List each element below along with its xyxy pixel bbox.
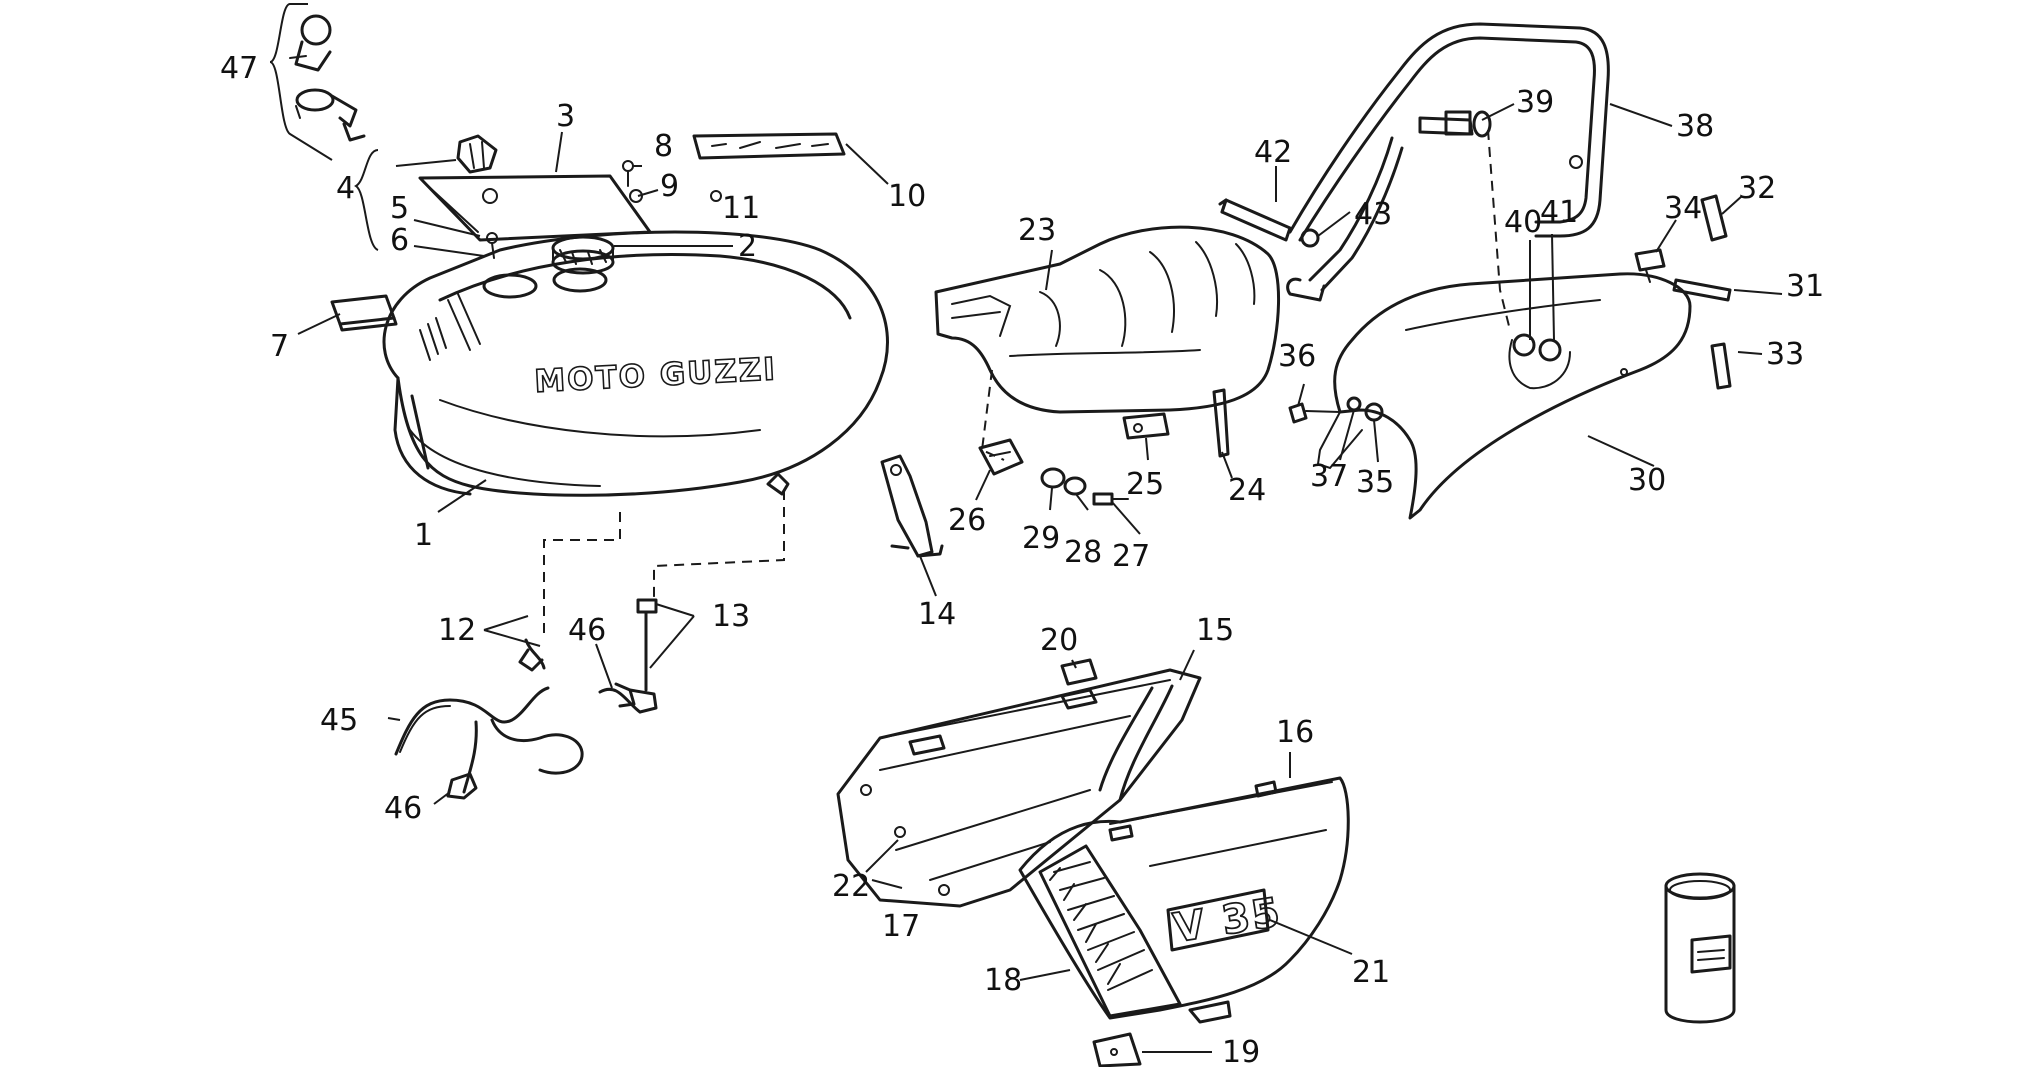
- panel-clips: [1060, 658, 1142, 1067]
- small-screws: [486, 160, 722, 259]
- label-42: 42: [1254, 135, 1292, 170]
- label-36: 36: [1278, 339, 1316, 374]
- rail-spacer: [1444, 110, 1492, 138]
- label-21: 21: [1352, 955, 1390, 990]
- seat: [934, 225, 1280, 414]
- label-3: 3: [556, 99, 575, 134]
- label-32: 32: [1738, 171, 1776, 206]
- label-29: 29: [1022, 521, 1060, 556]
- lock-assembly: [456, 134, 498, 204]
- label-25: 25: [1126, 467, 1164, 502]
- label-43: 43: [1354, 197, 1392, 232]
- seat-hardware: [978, 388, 1230, 506]
- label-19: 19: [1222, 1035, 1260, 1067]
- label-7: 7: [270, 329, 289, 364]
- rail-bolt: [1218, 198, 1320, 248]
- filler-cap: [551, 235, 615, 275]
- label-39: 39: [1516, 85, 1554, 120]
- label-1: 1: [414, 518, 433, 553]
- label-17: 17: [882, 909, 920, 944]
- label-46-top: 46: [568, 613, 606, 648]
- label-33: 33: [1766, 337, 1804, 372]
- leader-lines: [269, 3, 1783, 1053]
- label-12: 12: [438, 613, 476, 648]
- label-11: 11: [722, 191, 760, 226]
- tank-brand-text: MOTO GUZZI: [534, 351, 778, 400]
- label-41: 41: [1540, 195, 1578, 230]
- label-5: 5: [390, 191, 409, 226]
- label-47: 47: [220, 51, 258, 86]
- label-24: 24: [1228, 473, 1266, 508]
- label-20: 20: [1040, 623, 1078, 658]
- mounting-bracket: [880, 454, 944, 558]
- tank-badge-strip: [692, 132, 846, 160]
- label-27: 27: [1112, 539, 1150, 574]
- label-37: 37: [1310, 459, 1348, 494]
- label-23: 23: [1018, 213, 1056, 248]
- label-10: 10: [888, 179, 926, 214]
- side-panel-badge-text: V 35: [1170, 889, 1284, 951]
- label-28: 28: [1064, 535, 1102, 570]
- rubber-pad: [330, 294, 398, 332]
- label-40: 40: [1504, 205, 1542, 240]
- label-15: 15: [1196, 613, 1234, 648]
- cover-plate: [418, 174, 652, 242]
- label-46-bottom: 46: [384, 791, 422, 826]
- label-9: 9: [660, 169, 679, 204]
- fuel-tank: MOTO GUZZI: [382, 230, 889, 497]
- label-30: 30: [1628, 463, 1666, 498]
- fuel-taps: [289, 14, 366, 142]
- label-38: 38: [1676, 109, 1714, 144]
- fuel-pipes: [394, 686, 642, 794]
- label-13: 13: [712, 599, 750, 634]
- label-26: 26: [948, 503, 986, 538]
- label-31: 31: [1786, 269, 1824, 304]
- label-45: 45: [320, 703, 358, 738]
- label-22: 22: [832, 869, 870, 904]
- label-4: 4: [336, 171, 355, 206]
- label-2: 2: [738, 229, 757, 264]
- label-35: 35: [1356, 465, 1394, 500]
- assembly-lines: [543, 129, 1511, 640]
- callout-labels: 1 2 3 4 5 6 7 8 9 10 11 12 13 14 15 16 1…: [220, 51, 1824, 1067]
- label-18: 18: [984, 963, 1022, 998]
- label-16: 16: [1276, 715, 1314, 750]
- label-34: 34: [1664, 191, 1702, 226]
- label-8: 8: [654, 129, 673, 164]
- label-6: 6: [390, 223, 409, 258]
- grab-rail: [1286, 22, 1610, 302]
- paint-tin: [1664, 872, 1736, 1024]
- label-14: 14: [918, 597, 956, 632]
- left-side-panel: [836, 668, 1202, 908]
- hose-clips: [446, 598, 658, 800]
- right-side-panel: V 35: [1018, 776, 1350, 1024]
